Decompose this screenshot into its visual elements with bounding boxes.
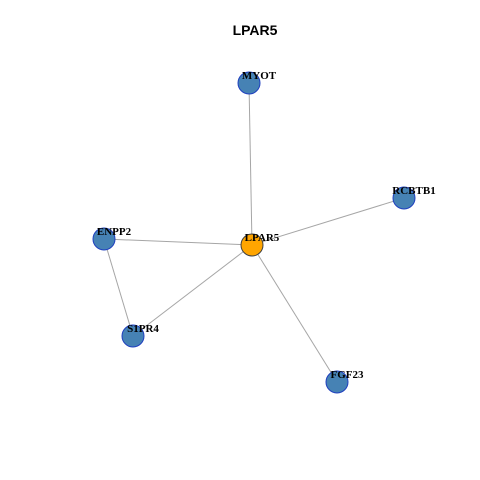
- edge-lpar5-myot: [248, 82, 253, 246]
- edge-lpar5-fgf23: [251, 244, 338, 383]
- node-label-s1pr4: S1PR4: [127, 323, 159, 335]
- node-circle-rcbtb1: [392, 186, 416, 210]
- node-circle-fgf23: [325, 370, 349, 394]
- edge-enpp2-s1pr4: [103, 238, 134, 337]
- node-circle-s1pr4: [121, 324, 145, 348]
- edge-lpar5-enpp2: [103, 238, 253, 246]
- node-enpp2: ENPP2: [92, 226, 132, 251]
- edge-lpar5-s1pr4: [132, 244, 253, 337]
- graph-title: LPAR5: [233, 22, 278, 38]
- edge-lpar5-rcbtb1: [251, 197, 405, 246]
- node-rcbtb1: RCBTB1: [392, 185, 436, 210]
- node-label-myot: MYOT: [242, 70, 277, 82]
- node-s1pr4: S1PR4: [121, 323, 159, 348]
- node-circle-myot: [237, 71, 261, 95]
- edges-layer: [103, 82, 405, 383]
- node-circle-enpp2: [92, 227, 116, 251]
- node-circle-lpar5: [240, 233, 264, 257]
- node-myot: MYOT: [237, 70, 277, 95]
- node-label-fgf23: FGF23: [331, 369, 364, 381]
- node-label-rcbtb1: RCBTB1: [392, 185, 435, 197]
- node-label-enpp2: ENPP2: [97, 226, 132, 238]
- node-fgf23: FGF23: [325, 369, 364, 394]
- node-lpar5: LPAR5: [240, 232, 280, 257]
- node-label-lpar5: LPAR5: [245, 232, 280, 244]
